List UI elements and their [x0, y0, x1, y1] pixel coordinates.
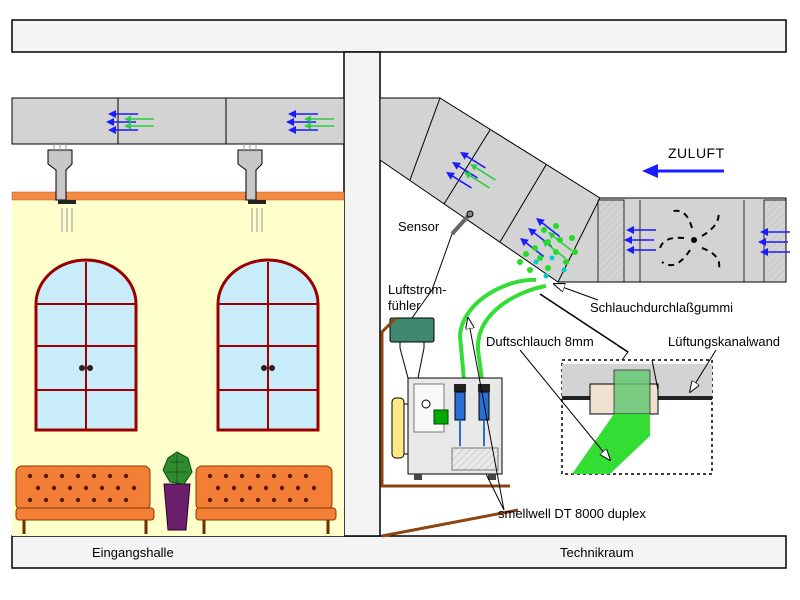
hall-air-duct: [11, 97, 345, 145]
airflow-sensor-label-line1: Luftstrom-: [388, 282, 447, 297]
zuluft-label: ZULUFT: [668, 145, 725, 161]
hose-grommet-label: Schlauchdurchlaßgummi: [590, 300, 734, 315]
supply-air-duct: [379, 97, 787, 283]
airflow-sensor-label-line2: fühler: [388, 298, 421, 313]
air-outlet-left: [47, 142, 76, 232]
bench-icon: [195, 465, 337, 534]
ceiling-trim: [11, 191, 345, 201]
duct-passage-detail: [561, 359, 713, 475]
scent-hose: [457, 277, 547, 381]
air-outlet-right: [237, 142, 266, 232]
arched-window-icon: [216, 258, 320, 432]
ceiling-slab: [11, 19, 787, 53]
potted-plant-icon: [162, 451, 193, 531]
entrance-hall-label: Eingangshalle: [92, 545, 174, 560]
zuluft-direction-arrow: [642, 164, 724, 178]
arched-window-icon: [34, 258, 138, 432]
scent-particles: [517, 223, 578, 273]
technical-room-label: Technikraum: [560, 545, 634, 560]
device-label: smellwell DT 8000 duplex: [498, 506, 646, 521]
floor-slab: [11, 535, 787, 569]
dividing-wall: [343, 51, 381, 537]
smellwell-dt8000-device: [391, 377, 503, 480]
floor-support-pipe: [380, 316, 519, 538]
air-sensor: [411, 210, 474, 319]
duct-wall-label: Lüftungskanalwand: [668, 334, 781, 349]
fan-icon: [659, 209, 721, 273]
sensor-label: Sensor: [398, 219, 440, 234]
scent-hose-label: Duftschlauch 8mm: [486, 334, 594, 349]
leader-lines: [468, 284, 717, 511]
bench-icon: [15, 465, 155, 534]
airflow-sensor-box: [389, 317, 435, 379]
